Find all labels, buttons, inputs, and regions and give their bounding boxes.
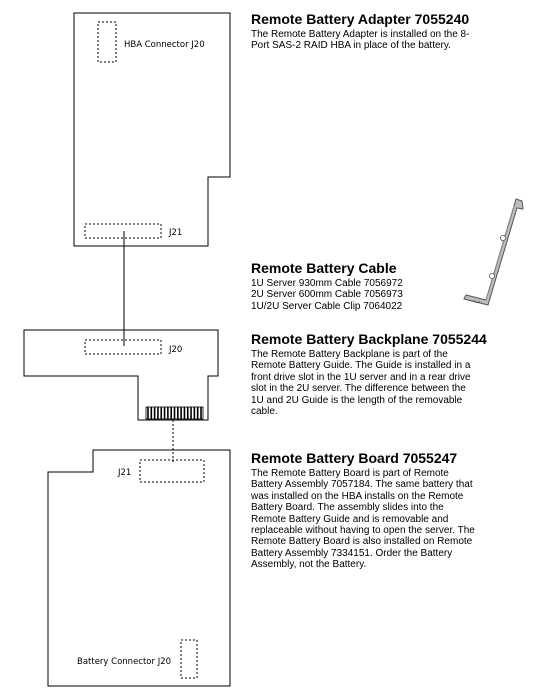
board-description: The Remote Battery Board is part of Remo…: [251, 468, 475, 571]
board-battery-connector-label: Battery Connector J20: [77, 657, 171, 667]
backplane-title: Remote Battery Backplane 7055244: [251, 331, 487, 347]
board-text-block: Remote Battery Board 7055247 The Remote …: [251, 450, 481, 571]
board-title: Remote Battery Board 7055247: [251, 450, 458, 466]
board-j21-connector: [139, 459, 205, 483]
adapter-j21-label: J21: [168, 228, 182, 238]
adapter-j21-connector: [84, 223, 162, 239]
adapter-text-block: Remote Battery Adapter 7055240 The Remot…: [251, 11, 481, 52]
backplane-description: The Remote Battery Backplane is part of …: [251, 349, 471, 418]
board-outline: [47, 449, 231, 687]
board-battery-connector: [180, 639, 198, 679]
backplane-outline: [23, 329, 219, 421]
adapter-board-outline: [73, 12, 231, 247]
cable-clip-drawing: [463, 198, 524, 306]
backplane-j20-label: J20: [168, 345, 182, 355]
backplane-text-block: Remote Battery Backplane 7055244 The Rem…: [251, 331, 487, 418]
cable-part-2u: 2U Server 600mm Cable 7056973: [251, 289, 403, 301]
adapter-description: The Remote Battery Adapter is installed …: [251, 29, 470, 52]
adapter-hba-connector-label: HBA Connector J20: [124, 40, 205, 50]
cable-text-block: Remote Battery Cable 1U Server 930mm Cab…: [251, 260, 461, 312]
cable-part-clip: 1U/2U Server Cable Clip 7064022: [251, 300, 403, 312]
backplane-edge-connector: [145, 406, 204, 420]
adapter-title: Remote Battery Adapter 7055240: [251, 11, 470, 27]
board-j21-label: J21: [117, 468, 131, 478]
cable-part-1u: 1U Server 930mm Cable 7056972: [251, 278, 403, 289]
backplane-j20-connector: [84, 339, 162, 355]
cable-title: Remote Battery Cable: [251, 260, 397, 276]
adapter-hba-connector: [97, 21, 117, 63]
cable-part-list: 1U Server 930mm Cable 7056972 2U Server …: [251, 278, 461, 312]
